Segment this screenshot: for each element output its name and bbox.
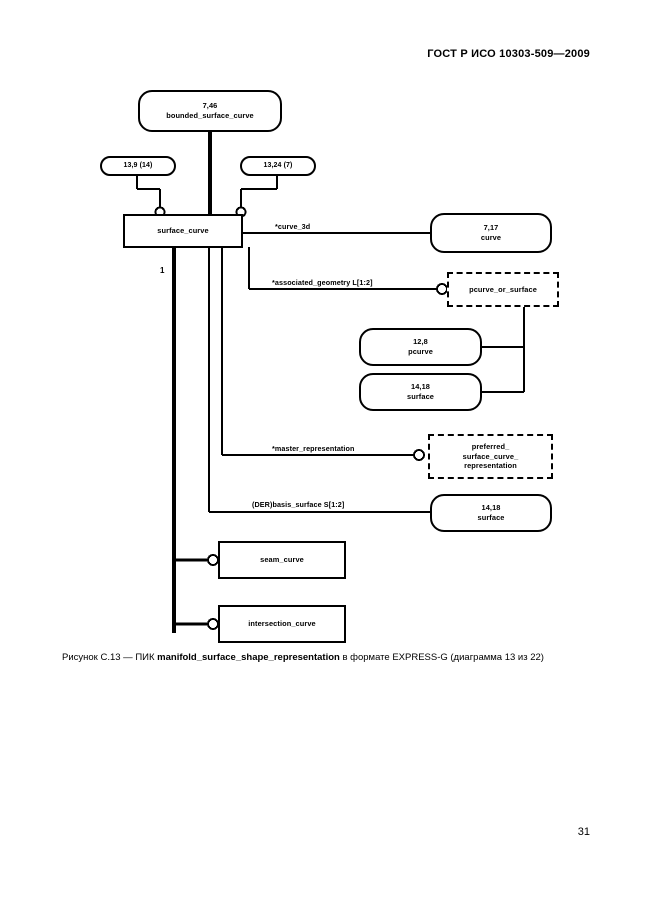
node-label: curve [480,233,502,242]
node-label-line-3: representation [464,461,517,471]
node-surface-upper[interactable]: 14,18 surface [359,373,482,411]
node-label: 13,9 (14) [123,162,153,170]
caption-schema-name: manifold_surface_shape_representation [157,652,340,663]
node-ref-13-24[interactable]: 13,24 (7) [240,156,316,176]
node-number: 7,17 [483,223,499,233]
node-label: intersection_curve [248,619,316,629]
node-pcurve[interactable]: 12,8 pcurve [359,328,482,366]
node-label: surface_curve [157,226,209,236]
node-label: pcurve [408,347,433,356]
node-label-line-2: surface_curve_ [462,451,519,461]
node-label: pcurve_or_surface [469,284,537,294]
node-ref-13-9[interactable]: 13,9 (14) [100,156,176,176]
document-header: ГОСТ Р ИСО 10303-509—2009 [427,48,590,60]
cardinality-one: 1 [160,266,165,275]
node-label: surface [477,513,505,522]
caption-suffix: в формате EXPRESS-G (диаграмма 13 из 22) [339,652,544,663]
edge-label-associated-geometry: *associated_geometry L[1:2] [272,278,373,287]
node-label-line-1: preferred_ [471,441,510,451]
node-curve[interactable]: 7,17 curve [430,213,552,253]
node-pcurve-or-surface[interactable]: pcurve_or_surface [447,272,559,307]
caption-prefix: Рисунок С.13 — ПИК [62,652,158,663]
node-label: seam_curve [260,555,304,565]
edge-label-curve-3d: *curve_3d [275,222,311,231]
node-surface-lower[interactable]: 14,18 surface [430,494,552,532]
node-seam-curve[interactable]: seam_curve [218,541,346,579]
express-g-diagram: 7,46 bounded_surface_curve 13,9 (14) 13,… [100,90,559,643]
node-number: 14,18 [411,382,430,392]
node-preferred-surface-curve-representation[interactable]: preferred_ surface_curve_ representation [428,434,553,479]
node-number: 12,8 [413,337,428,347]
node-label: surface [407,392,434,401]
node-number: 7,46 [202,101,218,111]
edge-label-basis-surface: (DER)basis_surface S[1:2] [252,500,345,509]
edge-label-master-representation: *master_representation [272,444,355,453]
figure-caption: Рисунок С.13 — ПИК manifold_surface_shap… [62,652,592,665]
page-number: 31 [577,826,590,838]
node-label: bounded_surface_curve [166,111,254,120]
node-bounded-surface-curve[interactable]: 7,46 bounded_surface_curve [138,90,282,132]
node-surface-curve[interactable]: surface_curve [123,214,243,248]
node-number: 14,18 [481,503,501,513]
node-intersection-curve[interactable]: intersection_curve [218,605,346,643]
node-label: 13,24 (7) [263,162,293,170]
